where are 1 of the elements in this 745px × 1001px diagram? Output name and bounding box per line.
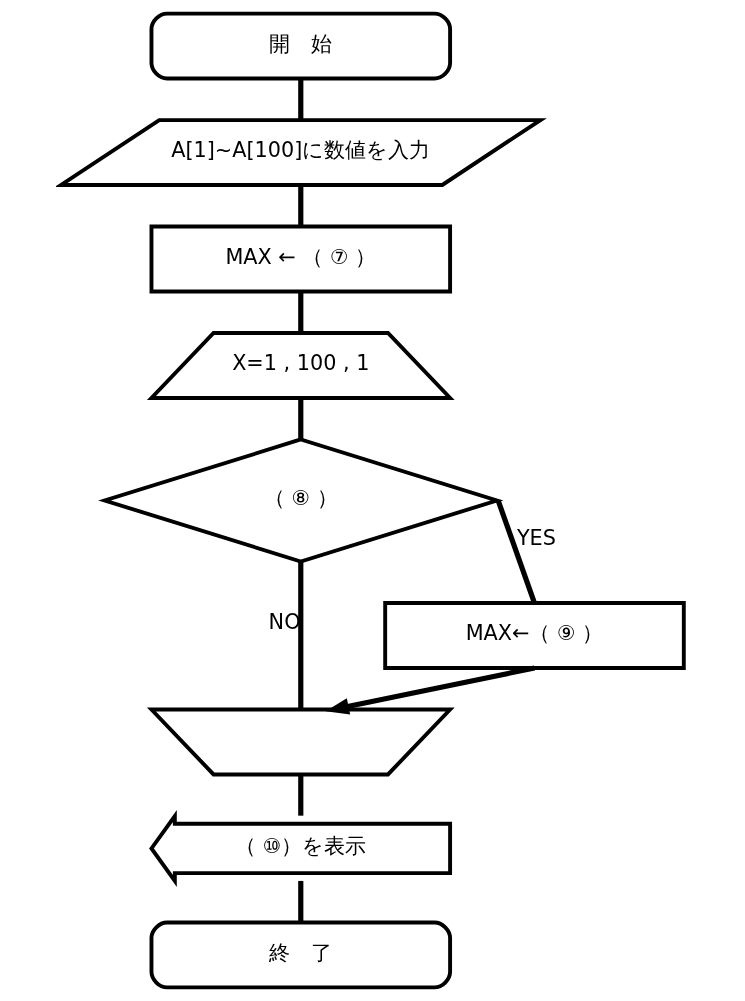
edge-label: YES [516, 526, 556, 551]
